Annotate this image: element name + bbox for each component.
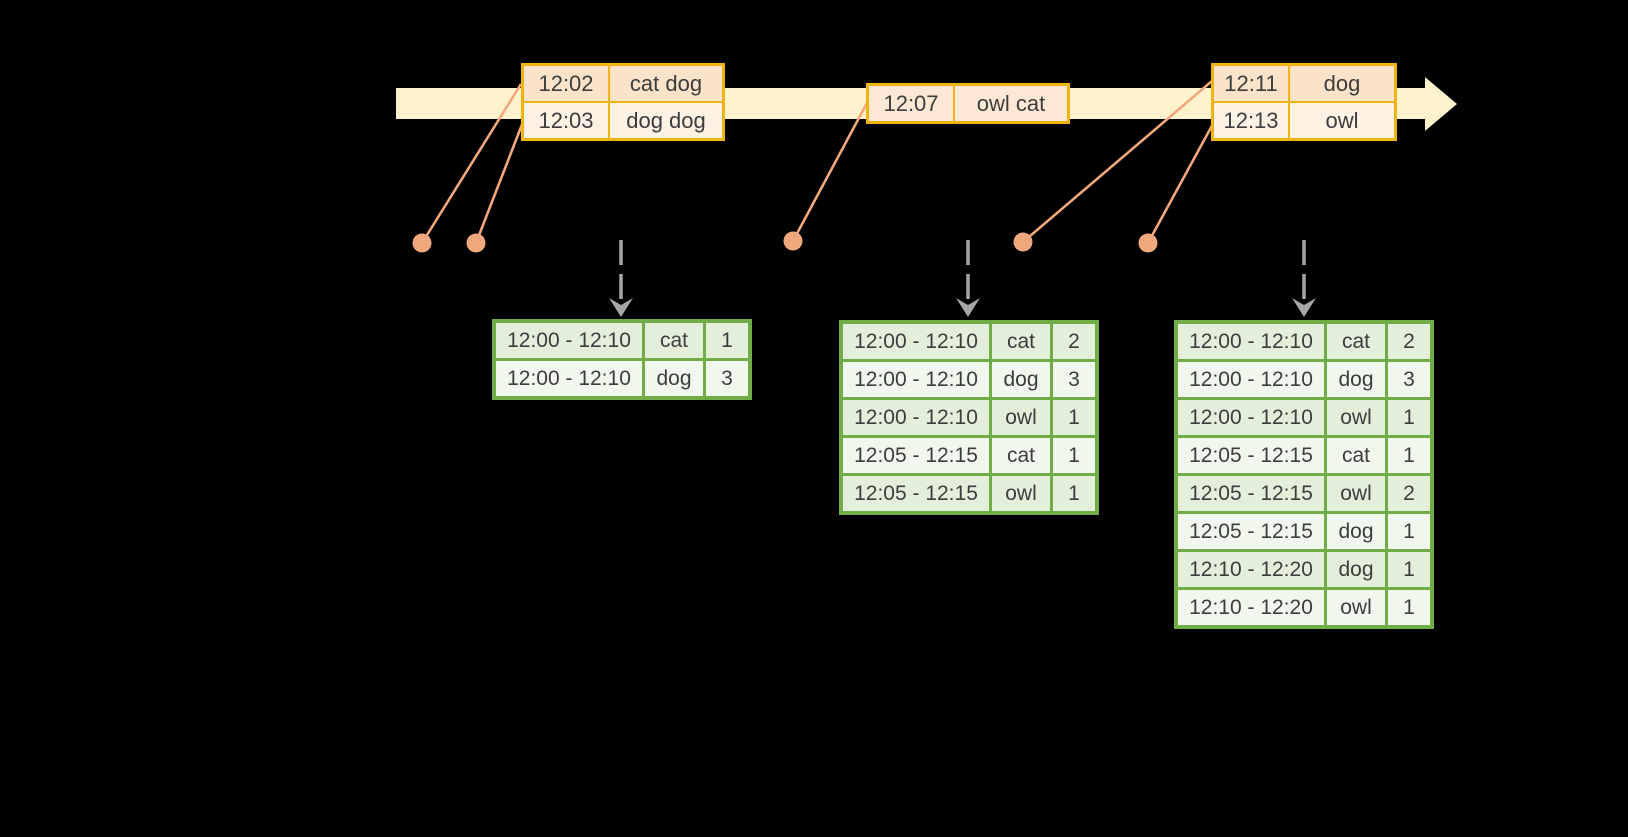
trigger-arrow (956, 240, 980, 317)
count-cell: 3 (1053, 362, 1095, 397)
event-words-cell: dog dog (610, 103, 722, 138)
word-cell: cat (992, 438, 1050, 473)
event-dot-icon (412, 233, 432, 253)
event-words-cell: cat dog (610, 66, 722, 101)
event-connector-lines (420, 80, 1216, 244)
window-cell: 12:00 - 12:10 (1178, 362, 1324, 397)
word-cell: dog (1327, 552, 1385, 587)
down-chevron-icon (956, 298, 980, 317)
word-cell: dog (645, 361, 703, 396)
trigger-arrows (609, 240, 1316, 317)
event-dot-icon (466, 233, 486, 253)
count-cell: 3 (1388, 362, 1430, 397)
event-words-cell: owl cat (955, 86, 1067, 121)
window-cell: 12:00 - 12:10 (1178, 400, 1324, 435)
count-cell: 2 (1388, 476, 1430, 511)
event-time-cell: 12:03 (524, 103, 608, 138)
word-cell: cat (645, 323, 703, 358)
window-cell: 12:00 - 12:10 (496, 323, 642, 358)
window-cell: 12:05 - 12:15 (1178, 476, 1324, 511)
word-cell: cat (992, 324, 1050, 359)
word-cell: owl (992, 476, 1050, 511)
event-time-cell: 12:02 (524, 66, 608, 101)
event-marker-dots (412, 231, 1158, 253)
window-cell: 12:00 - 12:10 (843, 362, 989, 397)
window-cell: 12:10 - 12:20 (1178, 590, 1324, 625)
window-cell: 12:10 - 12:20 (1178, 552, 1324, 587)
timeline-arrowhead-icon (1425, 77, 1457, 131)
trigger-arrow (609, 240, 633, 317)
word-cell: dog (992, 362, 1050, 397)
word-cell: dog (1327, 362, 1385, 397)
word-cell: owl (1327, 590, 1385, 625)
word-cell: cat (1327, 324, 1385, 359)
word-cell: owl (1327, 400, 1385, 435)
event-words-cell: dog (1290, 66, 1394, 101)
count-cell: 2 (1053, 324, 1095, 359)
event-dot-icon (783, 231, 803, 251)
event-dot-icon (1013, 232, 1033, 252)
count-cell: 1 (1388, 438, 1430, 473)
trigger-arrow (1292, 240, 1316, 317)
window-cell: 12:00 - 12:10 (843, 324, 989, 359)
down-chevron-icon (1292, 298, 1316, 317)
event-words-cell: owl (1290, 103, 1394, 138)
count-cell: 1 (1053, 438, 1095, 473)
window-cell: 12:00 - 12:10 (496, 361, 642, 396)
window-cell: 12:05 - 12:15 (1178, 438, 1324, 473)
count-cell: 1 (706, 323, 748, 358)
word-cell: cat (1327, 438, 1385, 473)
count-cell: 1 (1388, 590, 1430, 625)
window-cell: 12:00 - 12:10 (1178, 324, 1324, 359)
window-cell: 12:05 - 12:15 (1178, 514, 1324, 549)
count-cell: 1 (1388, 400, 1430, 435)
count-cell: 1 (1053, 400, 1095, 435)
event-time-cell: 12:11 (1214, 66, 1288, 101)
count-cell: 1 (1388, 552, 1430, 587)
window-cell: 12:00 - 12:10 (843, 400, 989, 435)
count-cell: 1 (1388, 514, 1430, 549)
word-cell: owl (992, 400, 1050, 435)
window-cell: 12:05 - 12:15 (843, 438, 989, 473)
event-time-cell: 12:07 (869, 86, 953, 121)
count-cell: 2 (1388, 324, 1430, 359)
word-cell: dog (1327, 514, 1385, 549)
down-chevron-icon (609, 298, 633, 317)
count-cell: 1 (1053, 476, 1095, 511)
event-dot-icon (1138, 233, 1158, 253)
word-cell: owl (1327, 476, 1385, 511)
count-cell: 3 (706, 361, 748, 396)
event-time-cell: 12:13 (1214, 103, 1288, 138)
window-cell: 12:05 - 12:15 (843, 476, 989, 511)
